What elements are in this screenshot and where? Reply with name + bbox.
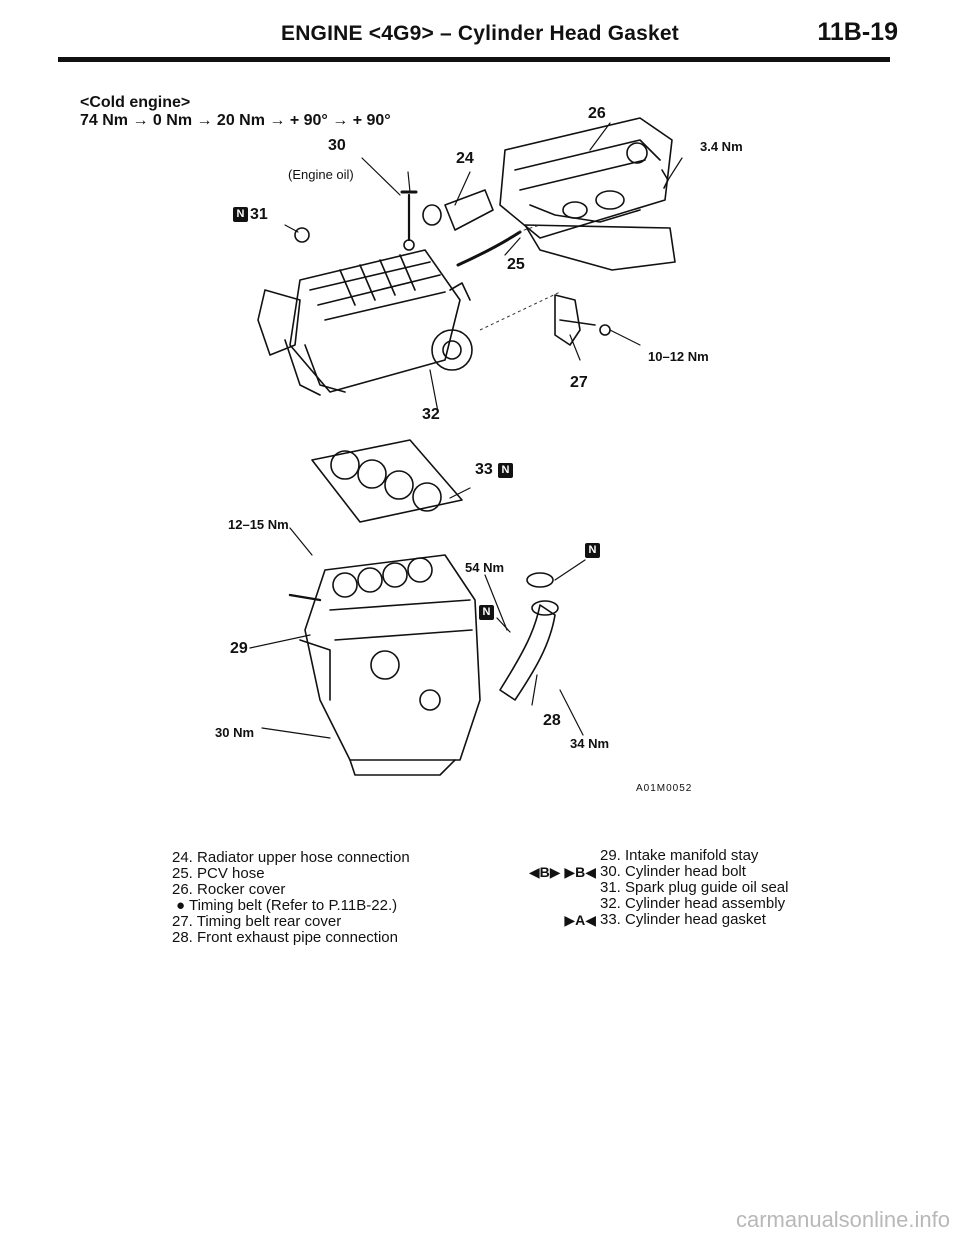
legend-mark (478, 848, 596, 864)
torque-condition: <Cold engine> (80, 94, 191, 111)
callout-26: 26 (588, 105, 606, 122)
cylinder-head-drawing (257, 249, 473, 396)
timing-cover-drawing (554, 294, 611, 346)
torque-34: 34 Nm (570, 736, 610, 751)
legend-marks: ◀B▶ ▶B◀ ▶A◀ (478, 848, 596, 928)
legend-mark (478, 880, 596, 896)
torque-30: 30 Nm (215, 725, 255, 740)
torque-10-12: 10–12 Nm (648, 349, 709, 364)
torque-steps: 74 Nm → 0 Nm → 20 Nm → + 90° → + 90° (80, 112, 391, 129)
legend-mark (478, 896, 596, 912)
head-bolt-drawing (294, 190, 418, 251)
callout-32: 32 (422, 406, 440, 423)
callout-25: 25 (507, 256, 525, 273)
rocker-cover-drawing (499, 117, 676, 271)
n-badge-31: N (233, 206, 248, 224)
callout-28: 28 (543, 712, 561, 729)
callout-31: 31 (250, 206, 268, 223)
legend-item: 33. Cylinder head gasket (600, 911, 766, 928)
exhaust-pipe-drawing (499, 572, 559, 701)
legend-right: 29. Intake manifold stay 30. Cylinder he… (600, 848, 788, 928)
page-title: ENGINE <4G9> – Cylinder Head Gasket (280, 22, 679, 45)
watermark: carmanualsonline.info (735, 1207, 950, 1232)
torque-3-4: 3.4 Nm (700, 139, 743, 154)
legend-item: 25. PCV hose (172, 865, 265, 882)
legend-item: 24. Radiator upper hose connection (172, 849, 410, 866)
pcv-hose-drawing (456, 230, 522, 267)
callout-30: 30 (328, 137, 346, 154)
figure-code: A01M0052 (636, 783, 693, 794)
legend-item: 28. Front exhaust pipe connection (172, 929, 398, 946)
callout-33: 33 (475, 461, 493, 478)
legend-item: ● Timing belt (Refer to P.11B-22.) (176, 897, 398, 914)
legend-mark: ◀B▶ ▶B◀ (528, 864, 596, 880)
n-badge-gasket: N (585, 542, 600, 560)
torque-54: 54 Nm (465, 560, 505, 575)
header-rule (58, 57, 890, 62)
legend-item: 27. Timing belt rear cover (172, 913, 342, 930)
head-gasket-drawing (311, 439, 463, 523)
page-number: 11B-19 (817, 18, 898, 46)
callout-27: 27 (570, 374, 588, 391)
engine-block-drawing (288, 554, 481, 776)
legend-item: 32. Cylinder head assembly (600, 895, 786, 912)
legend-item: 29. Intake manifold stay (600, 847, 759, 864)
leader-lines (249, 122, 683, 739)
legend-item: 26. Rocker cover (172, 881, 286, 898)
callout-29: 29 (230, 640, 248, 657)
callout-24: 24 (456, 150, 474, 167)
n-badge-nut: N (479, 604, 494, 622)
torque-sequence: <Cold engine> 74 Nm → 0 Nm → 20 Nm → + 9… (80, 94, 391, 130)
legend-mark: ▶A◀ (564, 912, 596, 928)
legend-item: 31. Spark plug guide oil seal (600, 879, 789, 896)
n-badge-33: N (498, 462, 513, 480)
torque-12-15: 12–15 Nm (228, 517, 289, 532)
engine-oil-note: (Engine oil) (288, 167, 354, 182)
legend-left: 24. Radiator upper hose connection 25. P… (172, 850, 410, 946)
radiator-hose-drawing (422, 189, 494, 231)
legend-item: 30. Cylinder head bolt (600, 863, 746, 880)
